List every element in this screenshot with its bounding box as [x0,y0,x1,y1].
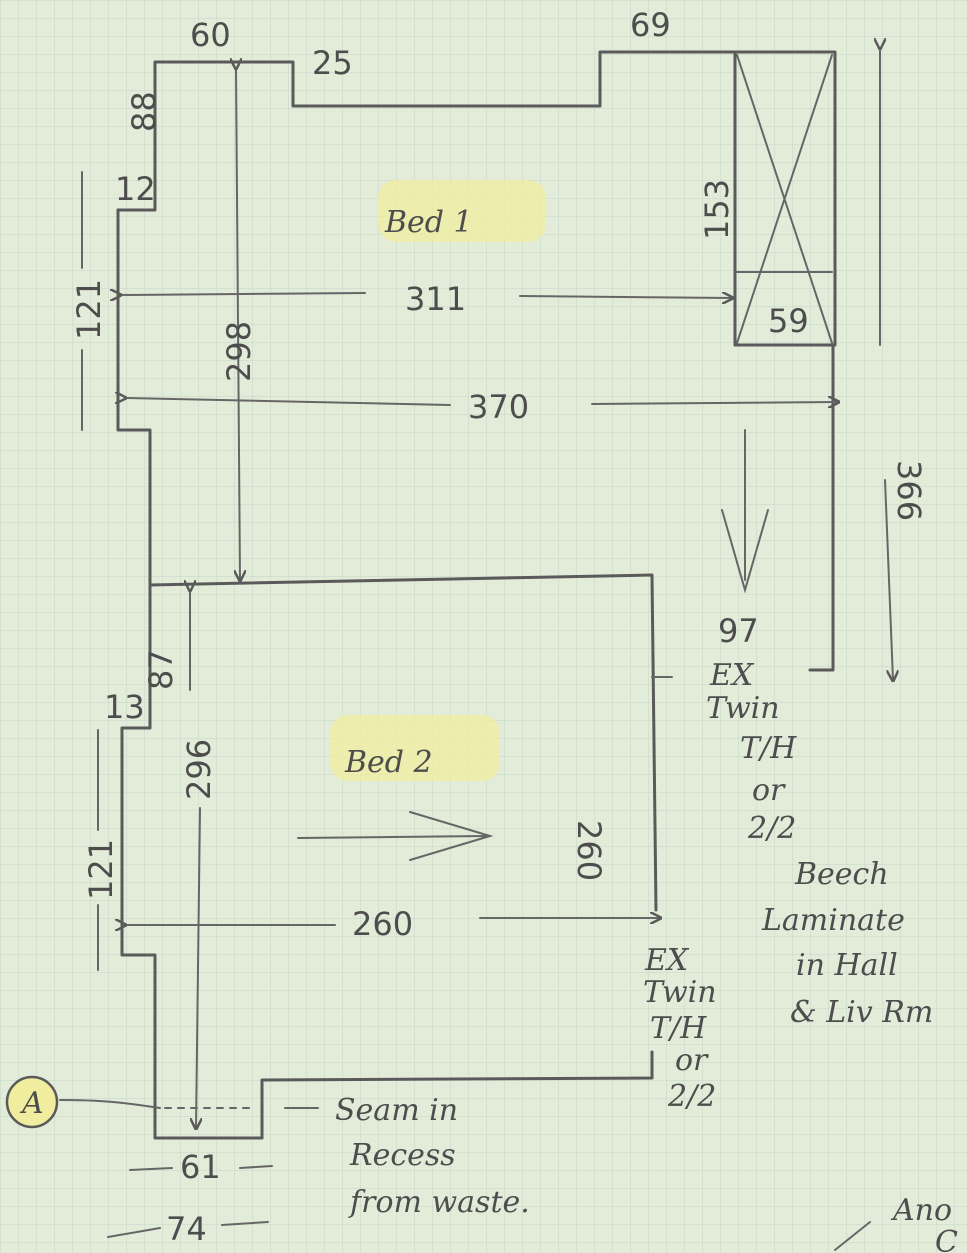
svg-text:Laminate: Laminate [761,903,905,938]
dim-311-line-right [519,296,732,298]
svg-text:Twin: Twin [706,691,780,726]
dim-121b-label: 121 [82,839,120,900]
dim-370-line-right [591,402,838,404]
direction-arrow-bed2 [297,811,494,861]
svg-text:T/H: T/H [650,1011,707,1046]
marker-a-label: A [19,1086,44,1121]
svg-text:2/2: 2/2 [747,811,796,846]
svg-text:EX: EX [709,658,755,693]
dim-60-label: 60 [190,16,231,54]
svg-text:EX: EX [644,943,690,978]
svg-text:Beech: Beech [794,857,889,892]
dim-74-label: 74 [166,1210,207,1248]
corner-stroke [834,1221,871,1251]
corner-note: Ano C [890,1193,958,1253]
svg-text:& Liv Rm: & Liv Rm [790,995,933,1030]
dim-370-label: 370 [468,388,529,426]
svg-text:Ano: Ano [890,1193,952,1228]
bed2-wall-outline [148,573,658,912]
svg-text:in Hall: in Hall [796,948,898,983]
dim-298-label: 298 [220,321,258,382]
dim-97-label: 97 [718,612,759,650]
svg-text:or: or [675,1043,709,1078]
ex-twin-note-1: EX Twin T/H or 2/2 [706,658,797,846]
bed2-highlight [330,715,500,781]
dim-25-label: 25 [312,44,353,82]
wardrobe-box [733,50,837,347]
dim-260-vertical-label: 260 [570,820,608,881]
svg-text:C: C [935,1225,958,1253]
svg-text:T/H: T/H [740,731,797,766]
dim-366-label: 366 [890,460,928,521]
dim-61-label: 61 [180,1148,221,1186]
dim-69-label: 69 [630,6,671,44]
dim-311-label: 311 [405,280,466,318]
dim-121a-label: 121 [70,279,108,340]
bed2-label: Bed 2 [344,745,433,780]
svg-text:or: or [752,773,786,808]
bed2-left-wall [120,583,654,1140]
svg-text:from waste.: from waste. [348,1185,530,1220]
dim-88-label: 88 [125,91,163,132]
marker-a-circle [5,1075,59,1129]
svg-text:2/2: 2/2 [667,1079,716,1114]
dim-298-line [236,68,240,580]
direction-arrow-bed1 [721,429,769,594]
svg-text:Seam in: Seam in [335,1093,458,1128]
dim-296-line-bottom [196,807,200,1128]
svg-text:Recess: Recess [349,1138,456,1173]
svg-text:Twin: Twin [643,975,717,1010]
dim-260-horizontal-label: 260 [352,905,413,943]
bed1-left-wall [116,208,152,587]
wardrobe-cross [736,54,833,344]
seam-leader-line [59,1099,161,1109]
dim-13-label: 13 [104,688,145,726]
dim-153-label: 153 [698,179,736,240]
dim-311-line-left [120,293,366,295]
beech-laminate-note: Beech Laminate in Hall & Liv Rm [761,857,933,1030]
dim-370-line-left [125,398,451,406]
dim-59-label: 59 [768,302,809,340]
dim-87-label: 87 [142,649,180,690]
dim-296-label: 296 [180,739,218,800]
ex-twin-note-2: EX Twin T/H or 2/2 [643,943,717,1114]
bed1-highlight [378,180,546,242]
dim-366-line-bottom [884,479,893,680]
seam-note: Seam in Recess from waste. [335,1093,530,1220]
dim-61-line [129,1165,273,1171]
dim-12-label: 12 [115,170,156,208]
dim-74-line [107,1221,269,1238]
bed1-label: Bed 1 [384,205,473,240]
